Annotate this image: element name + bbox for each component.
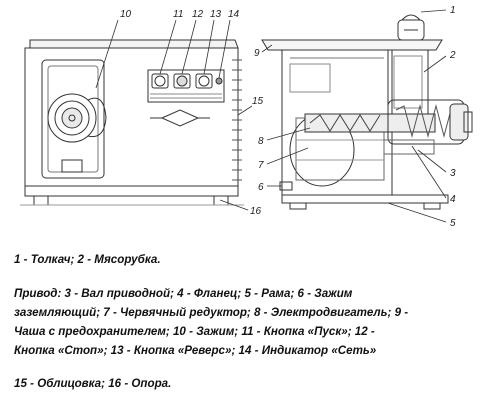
grinder-head xyxy=(41,59,107,179)
foot-left xyxy=(33,195,49,206)
legend-line-3: заземляющий; 7 - Червячный редуктор; 8 -… xyxy=(14,306,409,319)
side-view xyxy=(261,14,473,210)
start-button xyxy=(154,75,166,87)
callout-11: 11 xyxy=(173,9,183,20)
pusher xyxy=(397,14,425,41)
power-indicator xyxy=(215,77,223,85)
callout-15: 15 xyxy=(252,96,264,107)
front-view xyxy=(20,39,244,206)
bowl xyxy=(261,39,443,51)
legend-line-6: 15 - Облицовка; 16 - Опора. xyxy=(14,377,172,390)
callout-12: 12 xyxy=(192,9,204,20)
callout-14: 14 xyxy=(228,9,240,20)
callout-13: 13 xyxy=(210,9,222,20)
frame-rail xyxy=(281,194,449,204)
meat-grinder-unit xyxy=(387,49,473,145)
stop-button xyxy=(176,75,188,87)
callout-16: 16 xyxy=(250,206,262,217)
callout-5: 5 xyxy=(450,218,456,229)
callout-10: 10 xyxy=(120,9,132,20)
drive-shaft xyxy=(304,113,436,133)
cladding-body xyxy=(24,47,239,197)
legend-line-2: Привод: 3 - Вал приводной; 4 - Фланец; 5… xyxy=(14,287,353,300)
callout-9: 9 xyxy=(254,48,260,59)
control-panel xyxy=(147,69,225,103)
legend-line-4: Чаша с предохранителем; 10 - Зажим; 11 -… xyxy=(14,325,375,338)
callout-2: 2 xyxy=(449,50,456,61)
callout-1: 1 xyxy=(450,5,456,16)
callout-4: 4 xyxy=(450,194,456,205)
reverse-button xyxy=(198,75,210,87)
logo-plate xyxy=(150,109,210,127)
callout-3: 3 xyxy=(450,168,456,179)
legend-line-1: 1 - Толкач; 2 - Мясорубка. xyxy=(14,253,161,266)
callout-numbers: 1 2 3 4 5 6 7 8 9 10 11 12 13 14 15 16 xyxy=(120,5,456,229)
leader-lines xyxy=(95,9,447,223)
callout-7: 7 xyxy=(258,160,264,171)
callout-8: 8 xyxy=(258,136,264,147)
legend-line-5: Кнопка «Стоп»; 13 - Кнопка «Реверс»; 14 … xyxy=(14,344,377,357)
side-ribs xyxy=(232,59,242,181)
callout-6: 6 xyxy=(258,182,264,193)
technical-drawing: 1 2 3 4 5 6 7 8 9 10 11 12 13 14 15 16 xyxy=(20,5,473,229)
